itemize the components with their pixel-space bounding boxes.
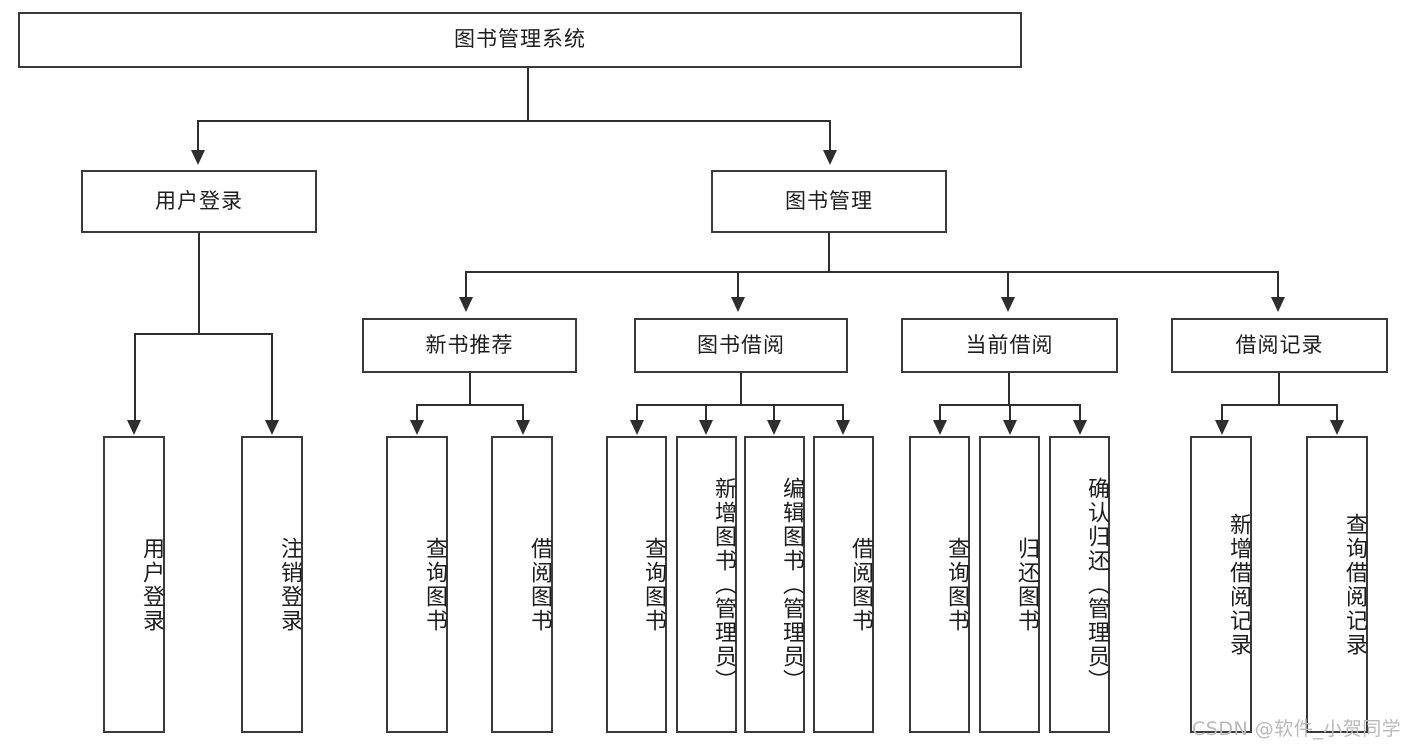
connector-borrow-record-stem — [1278, 373, 1280, 405]
connector-book-borrow-bus — [636, 404, 844, 406]
connector-to-book-management — [829, 120, 831, 152]
node-label: 当前借阅 — [965, 332, 1054, 357]
arrowhead-bb-leaf-3 — [767, 420, 781, 435]
leaf-book-borrow-borrow-book[interactable]: 借阅图书 — [813, 436, 874, 733]
arrowhead-user-login-leaf-2 — [265, 420, 279, 435]
arrowhead-br-leaf-1 — [1215, 420, 1229, 435]
arrowhead-to-current-borrow — [1001, 297, 1015, 312]
leaf-borrow-record-query-record[interactable]: 查询借阅记录 — [1306, 436, 1368, 733]
node-label: 注销登录 — [277, 536, 302, 633]
node-current-borrow[interactable]: 当前借阅 — [901, 318, 1118, 373]
node-user-login[interactable]: 用户登录 — [81, 170, 317, 233]
node-label: 新增图书（管理员） — [711, 476, 736, 693]
arrowhead-to-borrow-record — [1271, 297, 1285, 312]
connector-bb-leaf-1 — [636, 404, 638, 422]
arrowhead-user-login-leaf-1 — [127, 420, 141, 435]
node-label: 新书推荐 — [425, 332, 514, 357]
connector-user-login-bus — [134, 333, 273, 335]
arrowhead-to-new-book-recommend — [459, 297, 473, 312]
connector-to-book-borrow — [737, 271, 739, 299]
node-borrow-record[interactable]: 借阅记录 — [1171, 318, 1388, 373]
connector-root-stem — [527, 68, 529, 122]
leaf-new-book-query-book[interactable]: 查询图书 — [386, 436, 448, 733]
connector-br-leaf-2 — [1336, 404, 1338, 422]
node-label: 查询借阅记录 — [1342, 512, 1367, 657]
leaf-user-login-logout[interactable]: 注销登录 — [241, 436, 303, 733]
connector-new-book-recommend-stem — [469, 373, 471, 405]
node-label: 确认归还（管理员） — [1084, 476, 1109, 693]
connector-current-borrow-stem — [1008, 373, 1010, 405]
node-label: 借阅图书 — [848, 536, 873, 633]
connector-borrow-record-bus — [1221, 404, 1338, 406]
leaf-book-borrow-query-book[interactable]: 查询图书 — [606, 436, 667, 733]
arrowhead-bb-leaf-4 — [836, 420, 850, 435]
arrowhead-nbr-leaf-1 — [410, 420, 424, 435]
leaf-current-borrow-query-book[interactable]: 查询图书 — [909, 436, 970, 733]
arrowhead-cb-leaf-3 — [1073, 420, 1087, 435]
connector-cb-leaf-1 — [939, 404, 941, 422]
connector-bb-leaf-4 — [842, 404, 844, 422]
node-label: 新增借阅记录 — [1226, 512, 1251, 657]
leaf-borrow-record-add-record[interactable]: 新增借阅记录 — [1190, 436, 1252, 733]
node-label: 用户登录 — [155, 188, 243, 213]
leaf-new-book-borrow-book[interactable]: 借阅图书 — [491, 436, 553, 733]
node-book-management[interactable]: 图书管理 — [711, 170, 947, 233]
node-label: 用户登录 — [139, 536, 164, 633]
connector-book-management-stem — [828, 233, 830, 273]
arrowhead-nbr-leaf-2 — [516, 420, 530, 435]
connector-user-login-leaf-1 — [134, 333, 136, 423]
connector-to-current-borrow — [1007, 271, 1009, 299]
connector-to-user-login — [197, 120, 199, 152]
connector-new-book-recommend-bus — [416, 404, 524, 406]
connector-user-login-stem — [198, 233, 200, 334]
leaf-user-login-login[interactable]: 用户登录 — [103, 436, 165, 733]
leaf-book-borrow-add-book-admin[interactable]: 新增图书（管理员） — [676, 436, 737, 733]
node-label: 编辑图书（管理员） — [779, 476, 804, 693]
arrowhead-br-leaf-2 — [1330, 420, 1344, 435]
node-label: 归还图书 — [1014, 536, 1039, 633]
arrowhead-to-book-management — [823, 150, 837, 165]
node-label: 查询图书 — [944, 536, 969, 633]
watermark-text: CSDN @软件_小贺同学 — [1192, 718, 1402, 740]
connector-user-login-leaf-2 — [271, 333, 273, 423]
leaf-book-borrow-edit-book-admin[interactable]: 编辑图书（管理员） — [744, 436, 805, 733]
connector-bb-leaf-2 — [705, 404, 707, 422]
node-label: 查询图书 — [422, 536, 447, 633]
node-root-book-management-system[interactable]: 图书管理系统 — [18, 12, 1022, 68]
node-label: 查询图书 — [641, 536, 666, 633]
connector-book-borrow-stem — [740, 373, 742, 405]
connector-to-borrow-record — [1277, 271, 1279, 299]
arrowhead-cb-leaf-1 — [933, 420, 947, 435]
connector-br-leaf-1 — [1221, 404, 1223, 422]
node-label: 图书管理 — [785, 188, 873, 213]
node-book-borrow[interactable]: 图书借阅 — [634, 318, 848, 373]
node-label: 图书管理系统 — [454, 27, 586, 52]
arrowhead-bb-leaf-1 — [630, 420, 644, 435]
arrowhead-to-book-borrow — [731, 297, 745, 312]
node-label: 借阅记录 — [1235, 332, 1324, 357]
arrowhead-cb-leaf-2 — [1003, 420, 1017, 435]
connector-level1-bus — [197, 120, 831, 122]
leaf-current-borrow-return-book[interactable]: 归还图书 — [979, 436, 1040, 733]
connector-nbr-leaf-2 — [522, 404, 524, 422]
connector-to-new-book-recommend — [465, 271, 467, 299]
leaf-current-borrow-confirm-return-admin[interactable]: 确认归还（管理员） — [1049, 436, 1110, 733]
connector-bb-leaf-3 — [773, 404, 775, 422]
node-label: 图书借阅 — [697, 332, 785, 357]
node-new-book-recommend[interactable]: 新书推荐 — [362, 318, 577, 373]
connector-level2-bus — [465, 271, 1279, 273]
arrowhead-bb-leaf-2 — [699, 420, 713, 435]
connector-nbr-leaf-1 — [416, 404, 418, 422]
connector-cb-leaf-3 — [1079, 404, 1081, 422]
connector-cb-leaf-2 — [1009, 404, 1011, 422]
arrowhead-to-user-login — [191, 150, 205, 165]
node-label: 借阅图书 — [527, 536, 552, 633]
